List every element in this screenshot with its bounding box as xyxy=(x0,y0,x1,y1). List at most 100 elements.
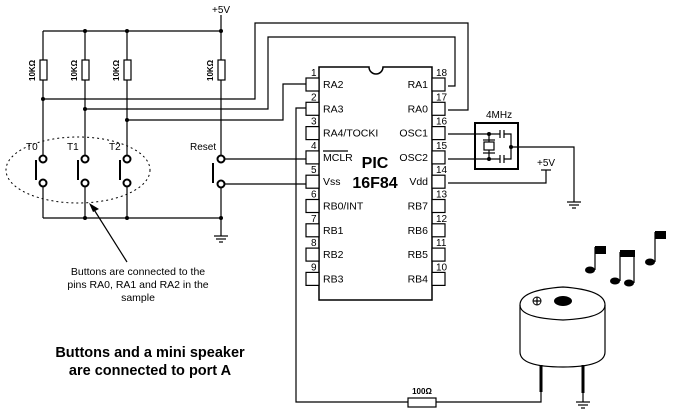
speaker-resistor: 100Ω xyxy=(407,387,437,408)
oscillator-module: 4MHz xyxy=(448,110,519,170)
pin-number: 11 xyxy=(436,238,447,249)
pin-number: 17 xyxy=(436,92,448,103)
pin-number: 13 xyxy=(436,190,448,201)
pullup-resistor-4: 10KΩ xyxy=(206,31,226,81)
pin-label: RA1 xyxy=(408,79,429,91)
svg-text:16F84: 16F84 xyxy=(352,175,397,192)
ground-symbol-speaker xyxy=(576,393,590,409)
pullup-resistor-1: 10KΩ xyxy=(28,31,48,81)
svg-text:are connected to port A: are connected to port A xyxy=(69,363,232,379)
pin-number: 16 xyxy=(436,117,448,128)
svg-text:T2: T2 xyxy=(109,142,121,153)
svg-text:10KΩ: 10KΩ xyxy=(206,59,215,81)
pin-number: 3 xyxy=(311,117,317,128)
pin-number: 7 xyxy=(311,214,317,225)
pin-number: 2 xyxy=(311,92,317,103)
pin-label: RB3 xyxy=(323,273,344,285)
wire-osc-ground xyxy=(511,146,575,202)
svg-text:4MHz: 4MHz xyxy=(486,110,512,121)
pin-label: OSC2 xyxy=(399,152,428,164)
wire-resistor-speaker xyxy=(436,390,542,403)
wire-t2-ra2 xyxy=(127,83,306,121)
svg-text:T0: T0 xyxy=(26,142,38,153)
pin-label: RB6 xyxy=(408,225,429,237)
svg-text:Reset: Reset xyxy=(190,142,216,153)
pullup-resistor-3: 10KΩ xyxy=(112,31,132,81)
pic-chip: PIC 16F84 xyxy=(318,66,433,301)
chip-right-pins: 18RA117RA016OSC115OSC214Vdd13RB712RB611R… xyxy=(399,68,448,286)
svg-text:Buttons and a mini speaker: Buttons and a mini speaker xyxy=(55,345,245,361)
svg-text:sample: sample xyxy=(121,292,155,304)
pin-number: 6 xyxy=(311,190,317,201)
wire-t1-ra1 xyxy=(85,36,456,110)
button-reset: Reset xyxy=(190,142,226,189)
pin-number: 10 xyxy=(436,262,448,273)
pin-label: RB5 xyxy=(408,249,429,261)
caption: Buttons and a mini speaker are connected… xyxy=(55,345,245,379)
pin-label: RB2 xyxy=(323,249,344,261)
pin-label: RA3 xyxy=(323,103,344,115)
pin-number: 8 xyxy=(311,238,317,249)
svg-text:pins RA0, RA1 and RA2 in the: pins RA0, RA1 and RA2 in the xyxy=(67,279,208,291)
pin-number: 18 xyxy=(436,68,448,79)
ground-symbol-left xyxy=(214,235,228,243)
pin-number: 15 xyxy=(436,141,448,152)
svg-text:T1: T1 xyxy=(67,142,79,153)
svg-text:10KΩ: 10KΩ xyxy=(70,59,79,81)
music-notes-icon xyxy=(585,231,666,287)
pin-label: RB4 xyxy=(408,273,429,285)
wire-t0-ra0 xyxy=(43,22,469,111)
annotation-text: Buttons are connected to the pins RA0, R… xyxy=(67,266,208,304)
vcc-label-top: +5V xyxy=(212,5,230,16)
vcc-label-osc: +5V xyxy=(537,158,555,169)
button-t1: T1 xyxy=(67,142,90,188)
wire-vdd xyxy=(448,170,547,184)
pin-number: 9 xyxy=(311,262,317,273)
pin-number: 14 xyxy=(436,165,448,176)
pin-label: Vdd xyxy=(409,176,428,188)
svg-text:100Ω: 100Ω xyxy=(412,387,432,396)
wire-ra3-speaker xyxy=(295,107,408,403)
button-t0: T0 xyxy=(26,142,48,188)
pin-label: RA2 xyxy=(323,79,344,91)
pin-label: MCLR xyxy=(323,152,353,164)
svg-text:Buttons are connected to the: Buttons are connected to the xyxy=(71,266,205,278)
svg-text:10KΩ: 10KΩ xyxy=(112,59,121,81)
pin-label: RA4/TOCKI xyxy=(323,128,378,140)
pin-label: Vss xyxy=(323,176,341,188)
mini-speaker xyxy=(519,286,606,393)
pin-label: RB0/INT xyxy=(323,201,364,213)
annotation-arrow xyxy=(92,207,128,263)
button-t2: T2 xyxy=(109,142,132,188)
pin-number: 5 xyxy=(311,165,317,176)
pin-number: 1 xyxy=(311,68,317,79)
svg-text:10KΩ: 10KΩ xyxy=(28,59,37,81)
pin-label: RB1 xyxy=(323,225,344,237)
svg-text:PIC: PIC xyxy=(362,155,389,172)
chip-left-pins: 1RA22RA33RA4/TOCKI4MCLR5Vss6RB0/INT7RB18… xyxy=(305,68,378,286)
pin-label: OSC1 xyxy=(399,128,428,140)
pin-label: RA0 xyxy=(408,103,429,115)
pin-label: RB7 xyxy=(408,201,429,213)
buttons-group-outline xyxy=(5,136,151,204)
pin-number: 12 xyxy=(436,214,448,225)
ground-symbol-osc xyxy=(567,201,581,209)
